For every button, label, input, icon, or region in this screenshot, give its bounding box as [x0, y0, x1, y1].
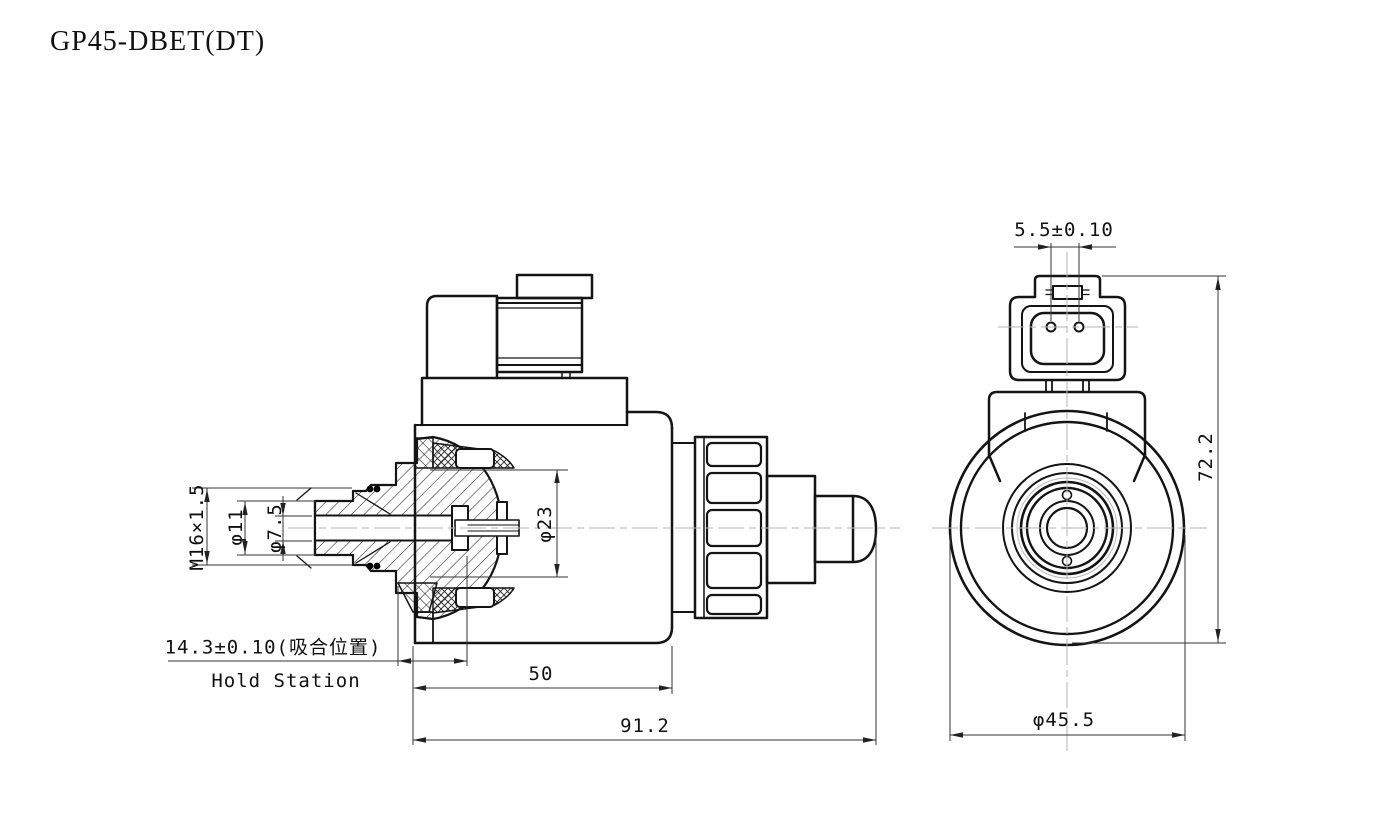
dim-coil-length-label: 50: [528, 663, 554, 685]
dim-coil-diameter-label: φ45.5: [1032, 709, 1096, 731]
side-coil-body: [413, 376, 696, 645]
dim-overall-length-label: 91.2: [620, 715, 670, 737]
drawing-title: GP45-DBET(DT): [50, 26, 266, 57]
dim-overall-height-label: 72.2: [1195, 432, 1217, 482]
dim-pilot-diameter-label: φ11: [225, 508, 247, 546]
dim-bore-diameter-label: φ7.5: [264, 503, 286, 553]
dim-thread-label: M16×1.5: [186, 483, 208, 571]
dim-pin-spacing-label: 5.5±0.10: [1014, 219, 1114, 241]
dim-hold-position-label: 14.3±0.10(吸合位置): [164, 636, 382, 659]
side-connector: [425, 273, 594, 380]
centerlines: [288, 252, 1207, 752]
o-ring-seals: [366, 485, 381, 570]
side-view-drawing: [296, 273, 878, 645]
dim-hold-station-label: Hold Station: [211, 670, 361, 692]
dim-tube-mouth-diameter-label: φ23: [534, 505, 556, 543]
dimension-arrows: [204, 244, 1221, 743]
